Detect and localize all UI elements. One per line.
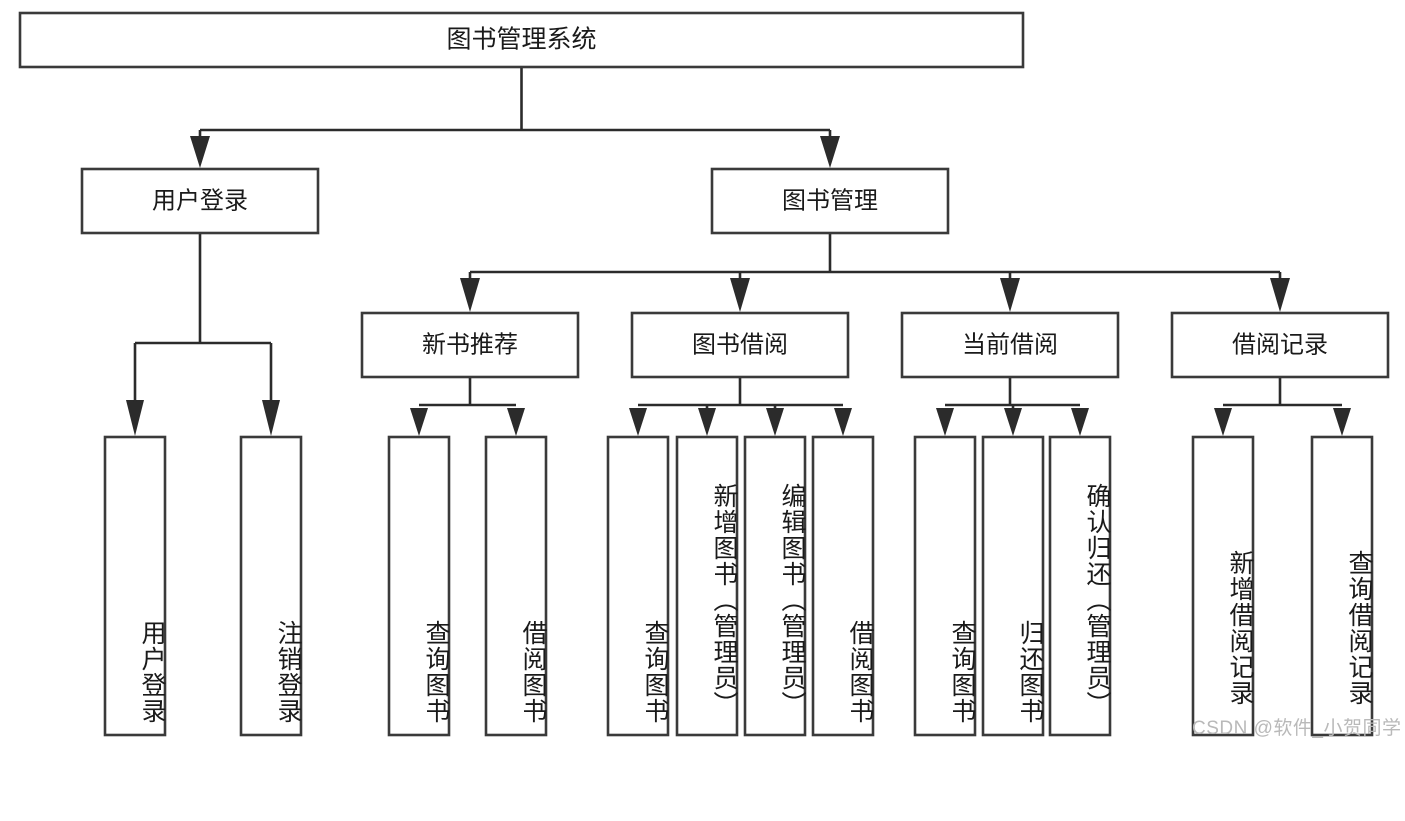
node-current-borrow[interactable]: 当前借阅 (900, 311, 1120, 379)
csdn-watermark: CSDN @软件_小贺同学 (1192, 718, 1402, 739)
arrow-head-leaf-rec-query (410, 408, 428, 436)
arrow-head-leaf-rec-borrow (507, 408, 525, 436)
node-book-manage-box[interactable] (710, 167, 950, 235)
node-current-borrow-box[interactable] (900, 311, 1120, 379)
node-book-borrow-box[interactable] (630, 311, 850, 379)
arrow-head-leaf-user-login (126, 400, 144, 436)
node-borrow-record-box[interactable] (1170, 311, 1390, 379)
arrow-head-leaf-cur-query (936, 408, 954, 436)
arrow-head-leaf-rec-add (1214, 408, 1232, 436)
arrow-head-new-book-rec (460, 278, 480, 312)
node-borrow-record[interactable]: 借阅记录 (1170, 311, 1390, 379)
arrow-head-book-manage (820, 136, 840, 168)
node-borrow-record-label: 借阅记录 (1232, 331, 1328, 358)
arrow-head-leaf-borrow-edit (766, 408, 784, 436)
arrow-head-book-borrow (730, 278, 750, 312)
node-leaf-cur-query-box[interactable] (913, 435, 977, 737)
node-new-book-rec-box[interactable] (360, 311, 580, 379)
node-leaf-cur-confirm-box[interactable] (1048, 435, 1112, 737)
arrow-head-leaf-cur-return (1004, 408, 1022, 436)
connector-layer (126, 67, 1351, 436)
node-root-box[interactable] (18, 11, 1025, 69)
arrow-head-borrow-record (1270, 278, 1290, 312)
node-leaf-user-logout-box[interactable] (239, 435, 303, 737)
leaf-box-layer (103, 435, 1374, 737)
node-leaf-rec-query2-box[interactable] (1310, 435, 1374, 737)
node-leaf-rec-add-box[interactable] (1191, 435, 1255, 737)
node-leaf-user-login-box[interactable] (103, 435, 167, 737)
node-leaf-cur-return-box[interactable] (981, 435, 1045, 737)
node-new-book-rec-label: 新书推荐 (422, 331, 518, 358)
node-leaf-rec-query-box[interactable] (387, 435, 451, 737)
node-user-login[interactable]: 用户登录 (80, 167, 320, 235)
arrow-head-leaf-borrow-query (629, 408, 647, 436)
node-new-book-rec[interactable]: 新书推荐 (360, 311, 580, 379)
arrow-head-leaf-cur-confirm (1071, 408, 1089, 436)
arrow-head-current-borrow (1000, 278, 1020, 312)
arrow-head-user-login (190, 136, 210, 168)
node-leaf-rec-borrow-box[interactable] (484, 435, 548, 737)
node-leaf-borrow-lend-box[interactable] (811, 435, 875, 737)
node-leaf-borrow-add-box[interactable] (675, 435, 739, 737)
node-book-manage[interactable]: 图书管理 (710, 167, 950, 235)
node-root-label: 图书管理系统 (446, 26, 596, 54)
node-root[interactable]: 图书管理系统 (18, 11, 1025, 69)
node-user-login-box[interactable] (80, 167, 320, 235)
node-book-borrow[interactable]: 图书借阅 (630, 311, 850, 379)
diagram-canvas: 图书管理系统 用户登录 图书管理 新书推荐 图书借阅 当前借阅 借阅记录 (18, 11, 1402, 739)
arrow-head-leaf-user-logout (262, 400, 280, 436)
node-current-borrow-label: 当前借阅 (962, 331, 1058, 358)
node-user-login-label: 用户登录 (152, 187, 248, 214)
node-book-borrow-label: 图书借阅 (692, 331, 788, 358)
node-leaf-borrow-edit-box[interactable] (743, 435, 807, 737)
arrow-head-leaf-borrow-lend (834, 408, 852, 436)
arrow-head-leaf-rec-query2 (1333, 408, 1351, 436)
node-book-manage-label: 图书管理 (782, 187, 878, 214)
diagram-svg: 图书管理系统 用户登录 图书管理 新书推荐 图书借阅 当前借阅 借阅记录 (18, 11, 1390, 737)
arrow-head-leaf-borrow-add (698, 408, 716, 436)
node-leaf-borrow-query-box[interactable] (606, 435, 670, 737)
